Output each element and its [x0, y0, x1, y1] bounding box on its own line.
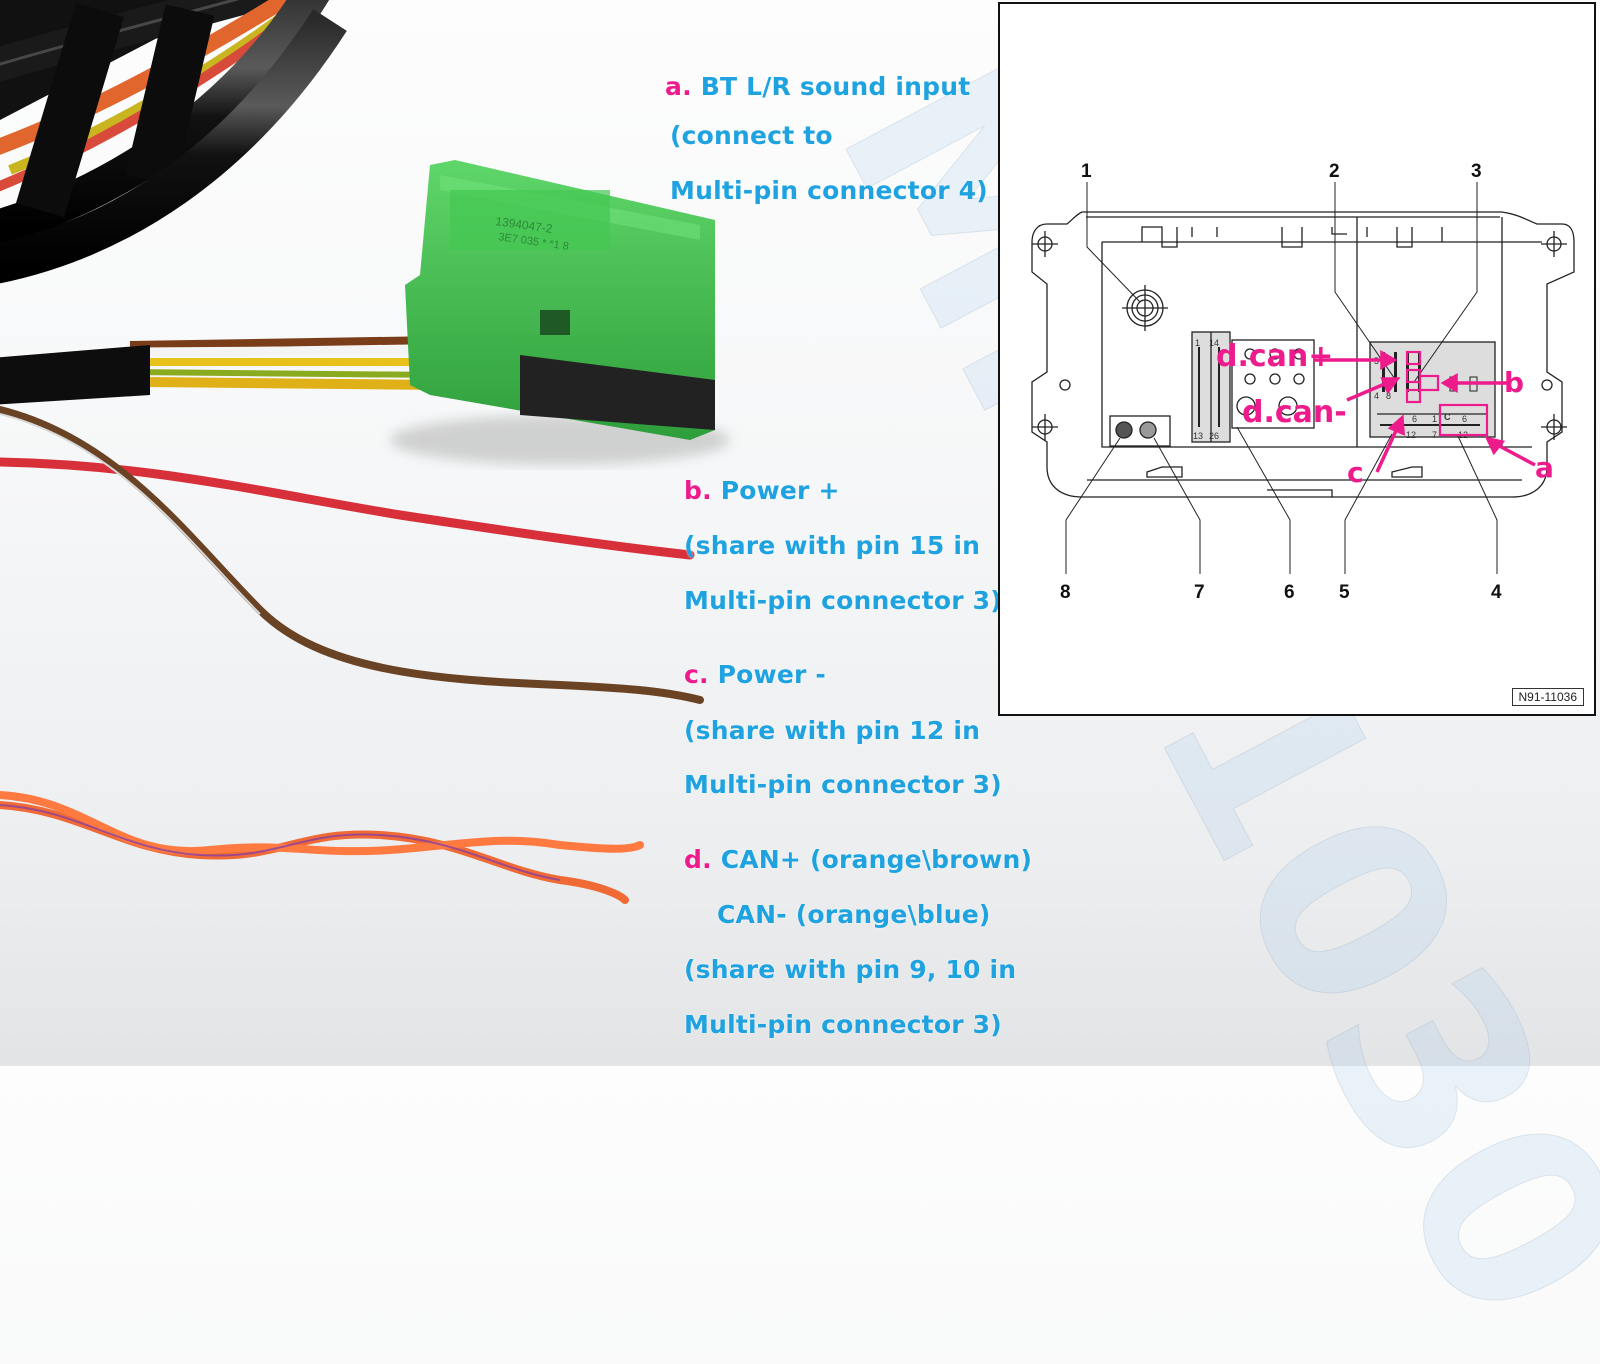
- annotation-a-line1: BT L/R sound input: [700, 72, 971, 101]
- annotation-d-title: d. CAN+ (orange\brown): [684, 845, 1032, 874]
- annotation-b-line2: (share with pin 15 in: [684, 531, 981, 560]
- connector-wires: [0, 336, 441, 405]
- annotation-c-title: c. Power -: [684, 660, 826, 689]
- pin-1: 1: [1195, 338, 1200, 348]
- pin-4: 4: [1374, 391, 1379, 401]
- pin-13: 13: [1193, 431, 1203, 441]
- annotation-b-key: b.: [684, 476, 712, 505]
- pin-c1: 1: [1432, 414, 1437, 424]
- annotation-a-title: a. BT L/R sound input: [665, 72, 970, 101]
- diagram-drawing: 1 14 13 26 5 4 8 6 12 1 C 6 7 12: [1031, 161, 1575, 603]
- brown-wire: [0, 406, 704, 704]
- callout-8: 8: [1060, 582, 1071, 603]
- pin-8: 8: [1386, 391, 1391, 401]
- cable-harness: [0, 0, 347, 284]
- marker-b: b: [1504, 366, 1524, 399]
- red-wire: [0, 457, 695, 560]
- callout-2: 2: [1329, 161, 1340, 182]
- pink-arrows: [1314, 349, 1536, 473]
- marker-c: c: [1347, 456, 1364, 489]
- leader-lines: [1065, 182, 1498, 574]
- callout-6: 6: [1284, 582, 1295, 603]
- pin-c-label: C: [1444, 412, 1451, 422]
- wiring-photo: 1394047-2 3E7 035 * *1 8: [0, 0, 730, 904]
- pin-c7: 7: [1432, 430, 1437, 440]
- annotation-d-line3: (share with pin 9, 10 in: [684, 955, 1017, 984]
- figure-id: N91-11036: [1511, 688, 1584, 706]
- annotation-a-line3: Multi-pin connector 4): [670, 176, 988, 205]
- green-connector: 1394047-2 3E7 035 * *1 8: [405, 160, 715, 440]
- annotation-a-line2: (connect to: [670, 121, 833, 150]
- callout-5: 5: [1339, 582, 1350, 603]
- annotation-b-title: b. Power +: [684, 476, 840, 505]
- annotation-b-line3: Multi-pin connector 3): [684, 586, 1002, 615]
- annotation-c-line2: (share with pin 12 in: [684, 716, 981, 745]
- callout-7: 7: [1194, 582, 1205, 603]
- callout-3: 3: [1471, 161, 1482, 182]
- annotation-d-line2: CAN- (orange\blue): [717, 900, 991, 929]
- annotation-c-line3: Multi-pin connector 3): [684, 770, 1002, 799]
- annotation-c-line1: Power -: [717, 660, 826, 689]
- annotation-d-line1: CAN+ (orange\brown): [720, 845, 1033, 874]
- pin-c6: 6: [1462, 414, 1467, 424]
- annotation-d-line4: Multi-pin connector 3): [684, 1010, 1002, 1039]
- pin-14: 14: [1209, 338, 1219, 348]
- annotation-b-line1: Power +: [720, 476, 840, 505]
- callout-1: 1: [1081, 161, 1092, 182]
- pin-l12: 12: [1406, 430, 1416, 440]
- marker-can-minus: d.can-: [1242, 395, 1347, 430]
- pin-26: 26: [1209, 431, 1219, 441]
- pink-highlights: [1405, 350, 1489, 437]
- radio-rear-diagram: 1 14 13 26 5 4 8 6 12 1 C 6 7 12: [998, 2, 1596, 716]
- can-twisted-pair: [0, 791, 644, 904]
- annotation-d-key: d.: [684, 845, 712, 874]
- marker-can-plus: d.can+: [1216, 339, 1333, 374]
- marker-a: a: [1535, 451, 1554, 484]
- pin-l6: 6: [1412, 414, 1417, 424]
- annotation-a-key: a.: [665, 72, 692, 101]
- callout-4: 4: [1491, 582, 1502, 603]
- annotation-c-key: c.: [684, 660, 709, 689]
